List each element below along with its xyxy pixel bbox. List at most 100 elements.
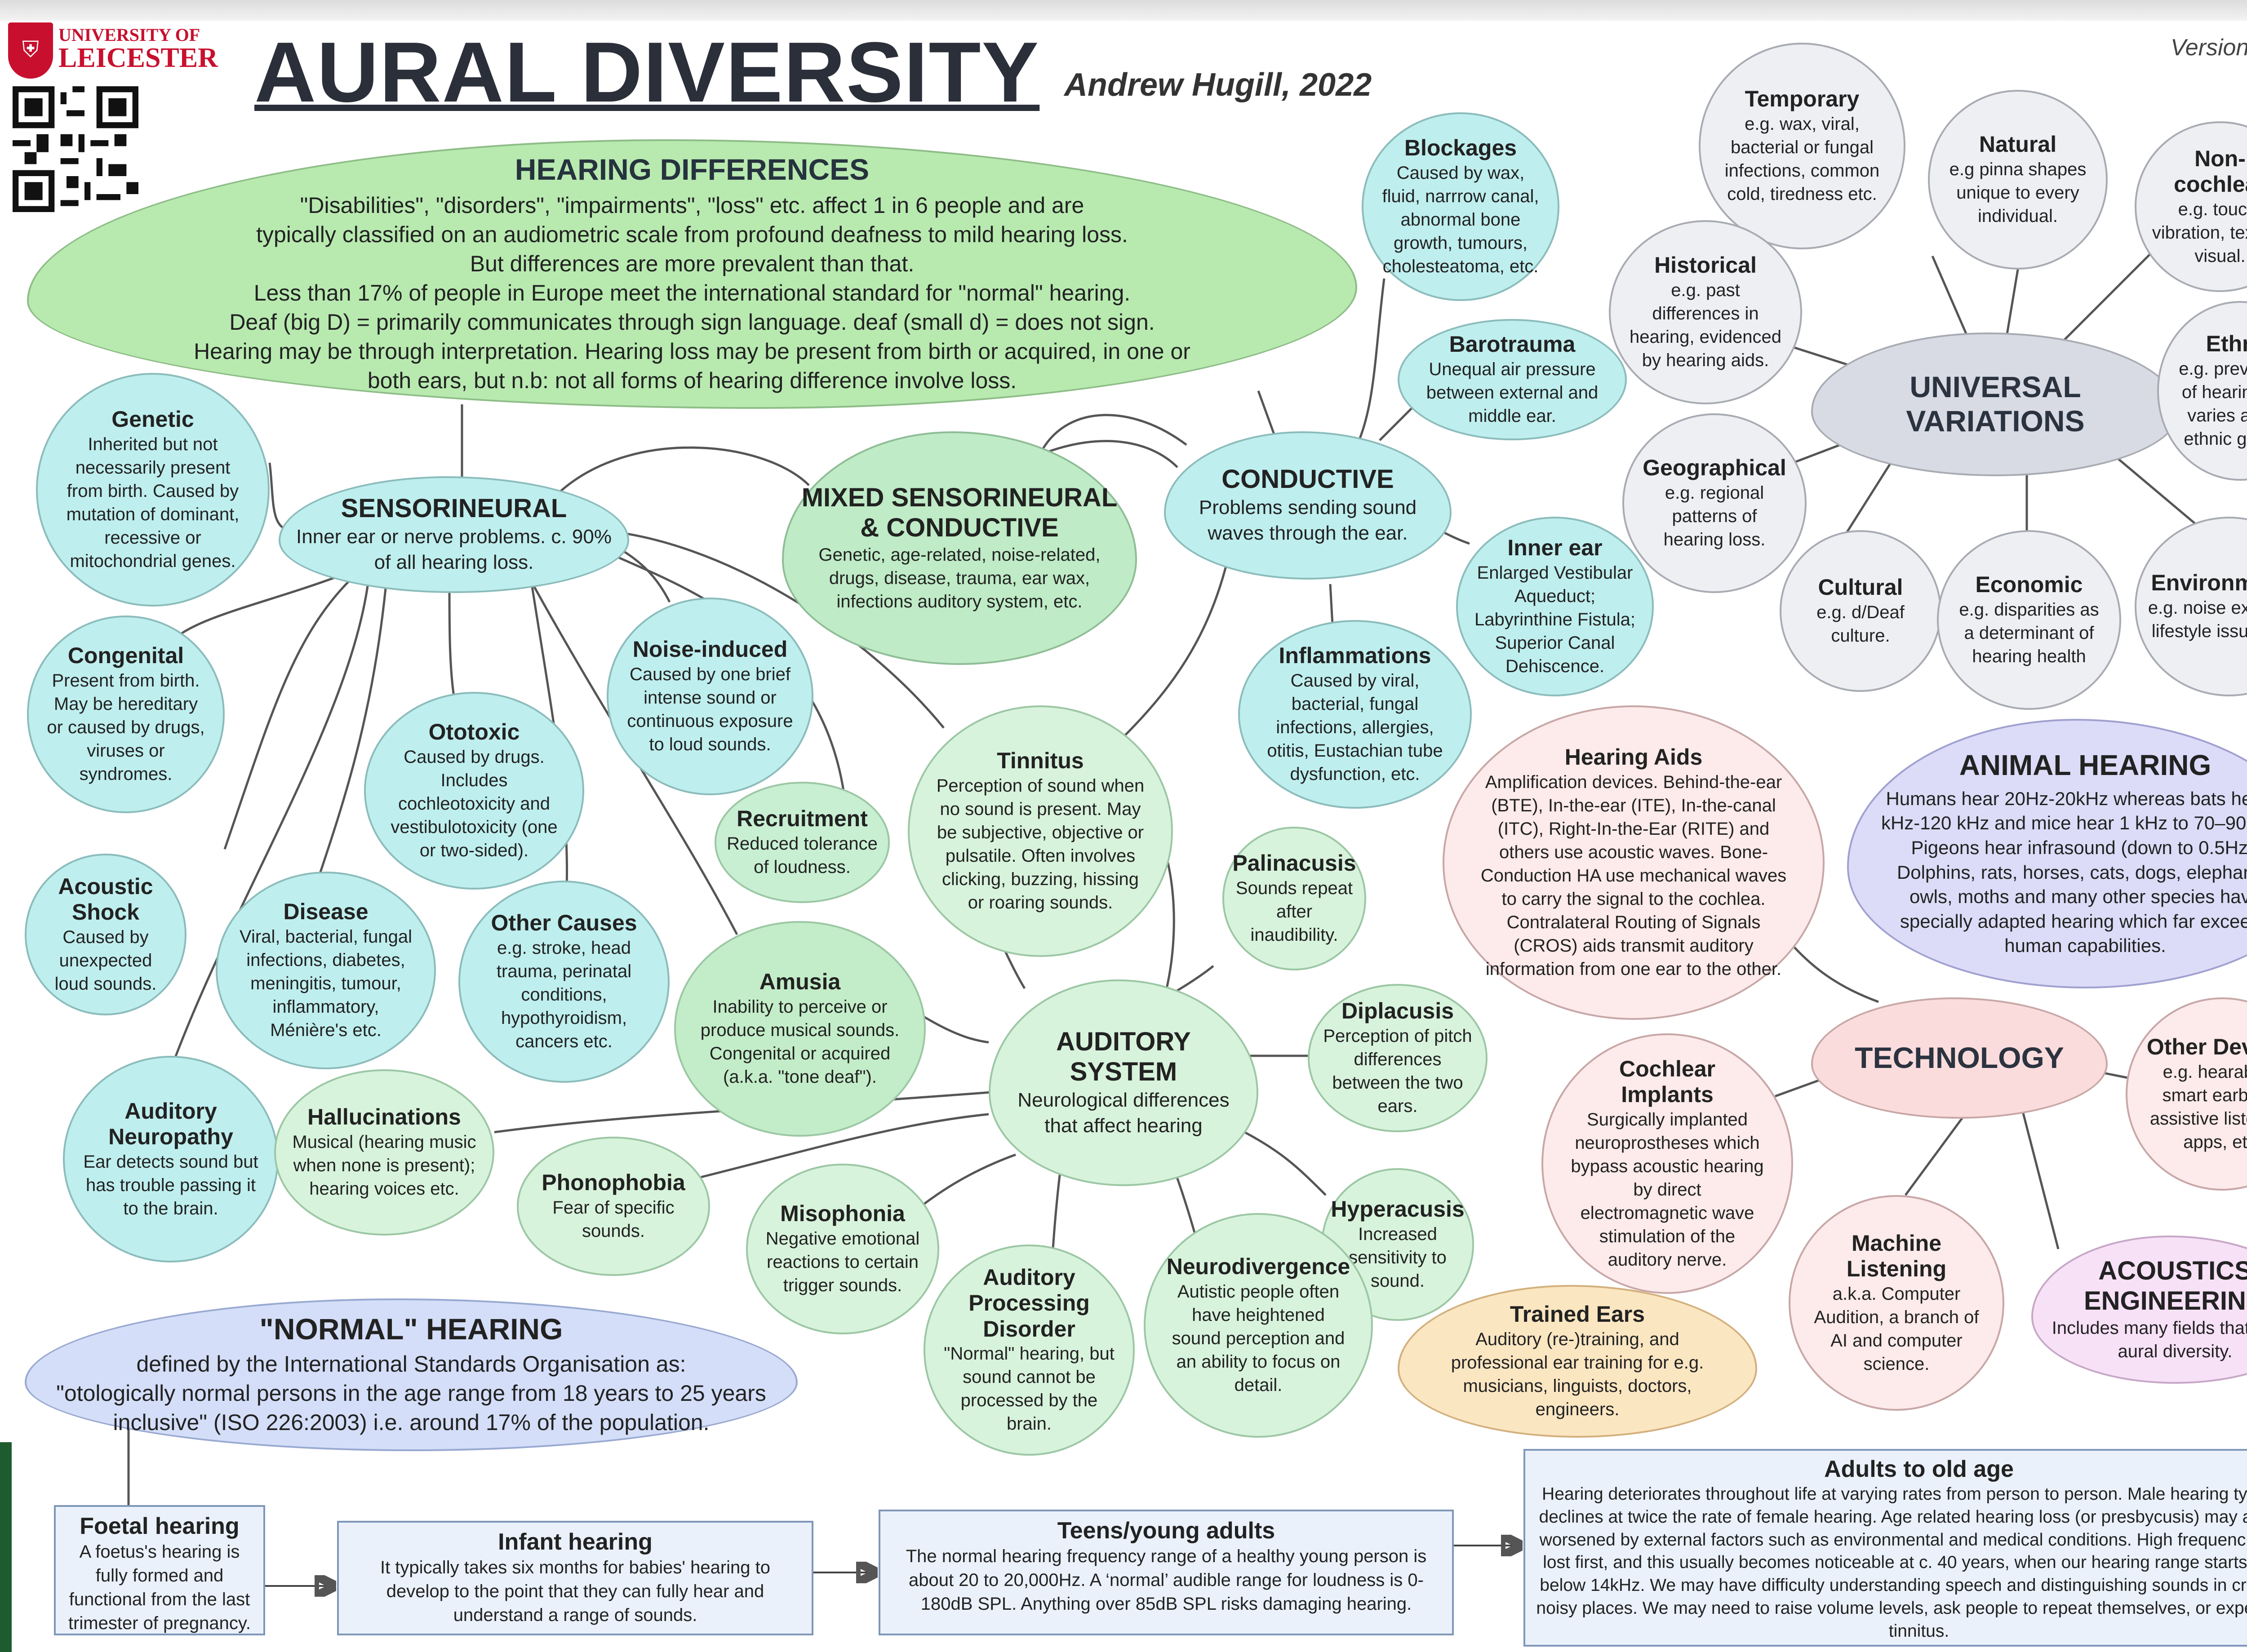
side-accent-bar — [0, 1442, 12, 1652]
acoustic-shock-node[interactable]: Acoustic Shock Caused by unexpected loud… — [25, 854, 187, 1015]
cochlear-implants-node[interactable]: Cochlear Implants Surgically implanted n… — [1541, 1033, 1793, 1294]
life-stage-title: Teens/young adults — [1057, 1518, 1275, 1544]
hearing-differences-line: Less than 17% of people in Europe meet t… — [253, 280, 1131, 306]
ethnic-title: Ethnic — [2206, 331, 2247, 357]
machine-listening-title: Machine Listening — [1846, 1230, 1947, 1282]
hearing-differences-title: HEARING DIFFERENCES — [515, 152, 870, 186]
life-stage-desc: A foetus's hearing is fully formed and f… — [68, 1542, 251, 1633]
cultural-node[interactable]: Cultural e.g. d/Deaf culture. — [1780, 530, 1941, 692]
natural-node[interactable]: Natural e.g pinna shapes unique to every… — [1928, 90, 2108, 270]
historical-desc: e.g. past differences in hearing, eviden… — [1629, 280, 1782, 370]
blockages-desc: Caused by wax, fluid, narrrow canal, abn… — [1382, 163, 1539, 276]
conductive-node[interactable]: CONDUCTIVE Problems sending sound waves … — [1164, 431, 1452, 580]
tinnitus-node[interactable]: Tinnitus Perception of sound when no sou… — [908, 705, 1173, 957]
animal-hearing-desc: Humans hear 20Hz-20kHz whereas bats hear… — [1881, 788, 2247, 957]
auditory-neuropathy-node[interactable]: Auditory Neuropathy Ear detects sound bu… — [63, 1056, 279, 1262]
sensorineural-node[interactable]: SENSORINEURAL Inner ear or nerve problem… — [279, 476, 629, 593]
cochlear-implants-title: Cochlear Implants — [1619, 1056, 1715, 1107]
hallucinations-node[interactable]: Hallucinations Musical (hearing music wh… — [274, 1069, 494, 1236]
page-title: AURAL DIVERSITY — [254, 25, 1040, 120]
auditory-processing-disorder-node[interactable]: Auditory Processing Disorder "Normal" he… — [924, 1245, 1135, 1456]
life-stage-desc: It typically takes six months for babies… — [380, 1558, 771, 1625]
cultural-desc: e.g. d/Deaf culture. — [1816, 602, 1905, 646]
non-cochlear-node[interactable]: Non-cochlear e.g. touch, vibration, text… — [2135, 121, 2247, 292]
conductive-title: CONDUCTIVE — [1221, 465, 1394, 494]
life-stage-teens[interactable]: Teens/young adults The normal hearing fr… — [879, 1510, 1454, 1635]
phonophobia-node[interactable]: Phonophobia Fear of specific sounds. — [517, 1137, 710, 1276]
life-stage-foetal[interactable]: Foetal hearing A foetus's hearing is ful… — [54, 1505, 265, 1635]
diplacusis-title: Diplacusis — [1341, 998, 1454, 1024]
phonophobia-desc: Fear of specific sounds. — [552, 1197, 675, 1241]
genetic-title: Genetic — [111, 407, 194, 432]
other-devices-title: Other Devices — [2146, 1034, 2247, 1060]
tinnitus-title: Tinnitus — [997, 748, 1084, 774]
hearing-differences-line: "Disabilities", "disorders", "impairment… — [300, 193, 1084, 218]
hearing-differences-line: Hearing may be through interpretation. H… — [194, 339, 1190, 364]
hearing-differences-line: Deaf (big D) = primarily communicates th… — [229, 310, 1155, 335]
other-causes-node[interactable]: Other Causes e.g. stroke, head trauma, p… — [458, 881, 670, 1083]
economic-title: Economic — [1975, 572, 2083, 598]
temporary-title: Temporary — [1745, 86, 1860, 112]
life-stage-infant[interactable]: Infant hearing It typically takes six mo… — [337, 1521, 813, 1635]
normal-hearing-line: "otologically normal persons in the age … — [56, 1381, 766, 1406]
inner-ear-node[interactable]: Inner ear Enlarged Vestibular Aqueduct; … — [1456, 517, 1654, 696]
acoustic-shock-title: Acoustic Shock — [58, 873, 153, 925]
disease-node[interactable]: Disease Viral, bacterial, fungal infecti… — [216, 872, 436, 1069]
university-logo[interactable]: ⛨ UNIVERSITY OF LEICESTER — [8, 22, 233, 81]
geographical-node[interactable]: Geographical e.g. regional patterns of h… — [1622, 413, 1807, 593]
auditory-system-node[interactable]: AUDITORY SYSTEM Neurological differences… — [989, 979, 1258, 1186]
phonophobia-title: Phonophobia — [542, 1170, 685, 1196]
author-credit: Andrew Hugill, 2022 — [1064, 67, 1372, 103]
version-label: Version 1.6 — [2171, 35, 2247, 61]
hearing-aids-title: Hearing Aids — [1564, 744, 1703, 770]
temporary-node[interactable]: Temporary e.g. wax, viral, bacterial or … — [1699, 43, 1905, 249]
life-stage-adults[interactable]: Adults to old age Hearing deteriorates t… — [1523, 1449, 2247, 1647]
neurodivergence-desc: Autistic people often have heightened so… — [1172, 1281, 1345, 1395]
congenital-node[interactable]: Congenital Present from birth. May be he… — [27, 616, 225, 813]
mixed-node[interactable]: MIXED SENSORINEURAL & CONDUCTIVE Genetic… — [782, 431, 1137, 665]
qr-code-icon[interactable] — [13, 86, 138, 212]
inflammations-node[interactable]: Inflammations Caused by viral, bacterial… — [1238, 620, 1472, 809]
misophonia-node[interactable]: Misophonia Negative emotional reactions … — [746, 1164, 939, 1334]
trained-ears-node[interactable]: Trained Ears Auditory (re-)training, and… — [1398, 1285, 1757, 1438]
life-stage-desc: Hearing deteriorates throughout life at … — [1536, 1484, 2247, 1641]
inner-ear-title: Inner ear — [1507, 535, 1603, 561]
ototoxic-node[interactable]: Ototoxic Caused by drugs. Includes cochl… — [364, 692, 584, 890]
acoustic-shock-desc: Caused by unexpected loud sounds. — [54, 927, 157, 994]
hearing-differences-node[interactable]: HEARING DIFFERENCES "Disabilities", "dis… — [27, 139, 1357, 409]
mixed-desc: Genetic, age-related, noise-related, dru… — [818, 545, 1101, 611]
recruitment-node[interactable]: Recruitment Reduced tolerance of loudnes… — [715, 782, 890, 903]
neurodivergence-node[interactable]: Neurodivergence Autistic people often ha… — [1144, 1213, 1373, 1438]
inner-ear-desc: Enlarged Vestibular Aqueduct; Labyrinthi… — [1474, 562, 1635, 676]
machine-listening-node[interactable]: Machine Listening a.k.a. Computer Auditi… — [1789, 1195, 2004, 1411]
auditory-system-title: AUDITORY SYSTEM — [1056, 1027, 1191, 1086]
technology-node[interactable]: TECHNOLOGY — [1811, 997, 2108, 1119]
acoustics-engineering-node[interactable]: ACOUSTICS ENGINEERING Includes many fiel… — [2031, 1236, 2247, 1384]
non-cochlear-desc: e.g. touch, vibration, textual, visual. — [2152, 199, 2247, 266]
hearing-aids-node[interactable]: Hearing Aids Amplification devices. Behi… — [1443, 705, 1825, 1020]
blockages-node[interactable]: Blockages Caused by wax, fluid, narrrow … — [1362, 112, 1559, 301]
noise-induced-node[interactable]: Noise-induced Caused by one brief intens… — [607, 598, 813, 795]
amusia-title: Amusia — [759, 969, 841, 995]
barotrauma-node[interactable]: Barotrauma Unequal air pressure between … — [1398, 319, 1627, 440]
diplacusis-node[interactable]: Diplacusis Perception of pitch differenc… — [1308, 984, 1488, 1132]
life-stage-desc: The normal hearing frequency range of a … — [906, 1546, 1427, 1614]
amusia-node[interactable]: Amusia Inability to perceive or produce … — [674, 921, 926, 1137]
palinacusis-title: Palinacusis — [1232, 850, 1356, 876]
tinnitus-desc: Perception of sound when no sound is pre… — [936, 775, 1145, 912]
universal-variations-node[interactable]: UNIVERSAL VARIATIONS — [1811, 332, 2180, 476]
disease-desc: Viral, bacterial, fungal infections, dia… — [240, 926, 412, 1040]
animal-hearing-node[interactable]: ANIMAL HEARING Humans hear 20Hz-20kHz wh… — [1847, 719, 2247, 988]
normal-hearing-node[interactable]: "NORMAL" HEARING defined by the Internat… — [25, 1298, 798, 1451]
life-stage-title: Adults to old age — [1824, 1456, 2014, 1482]
historical-node[interactable]: Historical e.g. past differences in hear… — [1609, 220, 1802, 404]
hyperacusis-node[interactable]: Hyperacusis Increased sensitivity to sou… — [1321, 1168, 1474, 1321]
ethnic-desc: e.g. prevalence of hearing loss varies a… — [2179, 359, 2247, 449]
economic-node[interactable]: Economic e.g. disparities as a determina… — [1937, 530, 2121, 710]
historical-title: Historical — [1654, 252, 1757, 278]
genetic-node[interactable]: Genetic Inherited but not necessarily pr… — [36, 373, 270, 607]
inflammations-title: Inflammations — [1279, 643, 1431, 669]
palinacusis-node[interactable]: Palinacusis Sounds repeat after inaudibi… — [1222, 827, 1366, 970]
other-devices-node[interactable]: Other Devices e.g. hearables, smart earb… — [2126, 997, 2247, 1191]
diplacusis-desc: Perception of pitch differences between … — [1323, 1026, 1472, 1116]
